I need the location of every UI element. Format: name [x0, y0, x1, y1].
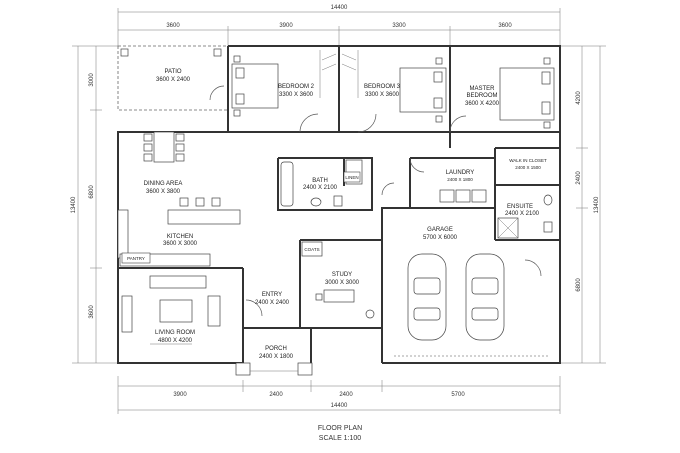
label-master-2: BEDROOM: [466, 93, 497, 99]
size-master: 3600 X 4200: [465, 101, 500, 107]
size-garage: 5700 X 6000: [423, 235, 458, 241]
bottom-dimensions: 3900 2400 2400 5700 14400: [117, 376, 561, 414]
laundry-fixtures: [439, 189, 487, 203]
size-bath: 2400 X 2100: [303, 185, 338, 191]
size-bedroom-3: 3300 X 3600: [365, 92, 400, 98]
size-wic: 2400 X 1500: [515, 165, 541, 170]
garage-cars: [394, 253, 548, 357]
right-dimensions: 13400 4200 2400 6800: [560, 45, 606, 364]
label-master-1: MASTER: [469, 86, 495, 92]
bed-bedroom-2: [231, 55, 279, 117]
doors: [209, 85, 542, 317]
bed-master: [499, 57, 555, 129]
size-dining: 3600 X 3800: [146, 189, 181, 195]
ensuite-fixtures: [497, 194, 553, 239]
label-patio: PATIO: [164, 69, 181, 75]
study-desk: [315, 289, 375, 319]
bed-bedroom-3: [399, 57, 447, 123]
coats-closet: [301, 241, 323, 257]
dim-right-2: 2400: [576, 171, 582, 185]
dim-right-1: 4200: [576, 91, 582, 105]
dim-bottom-4: 5700: [451, 392, 465, 398]
label-laundry: LAUNDRY: [446, 170, 475, 176]
dim-top-1: 3600: [166, 23, 180, 29]
size-kitchen: 3600 X 3000: [163, 241, 198, 247]
dim-bottom-1: 3900: [173, 392, 187, 398]
dim-bottom-3: 2400: [339, 392, 353, 398]
dim-right-3: 6800: [576, 278, 582, 292]
dim-left-total: 13400: [71, 196, 77, 213]
size-study: 3000 X 3000: [325, 280, 360, 286]
label-living: LIVING ROOM: [155, 330, 195, 336]
label-entry: ENTRY: [262, 292, 282, 298]
size-entry: 2400 X 2400: [255, 300, 290, 306]
label-wic: WALK IN CLOSET: [509, 158, 547, 163]
label-bedroom-2: BEDROOM 2: [278, 84, 315, 90]
label-kitchen: KITCHEN: [167, 234, 193, 240]
size-porch: 2400 X 1800: [259, 354, 294, 360]
dim-bottom-2: 2400: [269, 392, 283, 398]
dim-top-4: 3600: [498, 23, 512, 29]
size-patio: 3600 X 2400: [156, 77, 191, 83]
dim-right-total: 13400: [594, 196, 600, 213]
size-bedroom-2: 3300 X 3600: [279, 92, 314, 98]
dim-top-3: 3300: [392, 23, 406, 29]
top-dimensions: 14400 3600 3900 3300 3600: [117, 5, 561, 46]
size-ensuite: 2400 X 2100: [505, 211, 540, 217]
left-dimensions: 13400 3000 6800 3600: [71, 45, 118, 364]
label-bath: BATH: [312, 178, 328, 184]
porch: [235, 362, 313, 376]
label-ensuite: ENSUITE: [507, 204, 533, 210]
dim-bottom-total: 14400: [331, 403, 348, 409]
dining-table: [143, 131, 185, 163]
label-coats: COATS: [304, 247, 319, 252]
dim-top-total: 14400: [331, 5, 348, 11]
size-living: 4800 X 4200: [158, 338, 193, 344]
label-porch: PORCH: [265, 346, 287, 352]
label-dining: DINING AREA: [144, 181, 183, 187]
living-furniture: [121, 275, 221, 345]
dim-left-1: 3000: [89, 73, 95, 87]
dim-top-2: 3900: [279, 23, 293, 29]
wardrobes: [319, 50, 359, 98]
label-linen: LINEN: [345, 175, 358, 180]
plan-scale: SCALE 1:100: [319, 435, 362, 442]
label-study: STUDY: [332, 272, 352, 278]
dim-left-3: 3600: [89, 305, 95, 319]
label-pantry: PANTRY: [127, 256, 145, 261]
label-garage: GARAGE: [427, 227, 453, 233]
label-bedroom-3: BEDROOM 3: [364, 84, 401, 90]
dim-left-2: 6800: [89, 185, 95, 199]
size-laundry: 2400 X 1800: [447, 177, 473, 182]
plan-title: FLOOR PLAN: [318, 425, 362, 432]
